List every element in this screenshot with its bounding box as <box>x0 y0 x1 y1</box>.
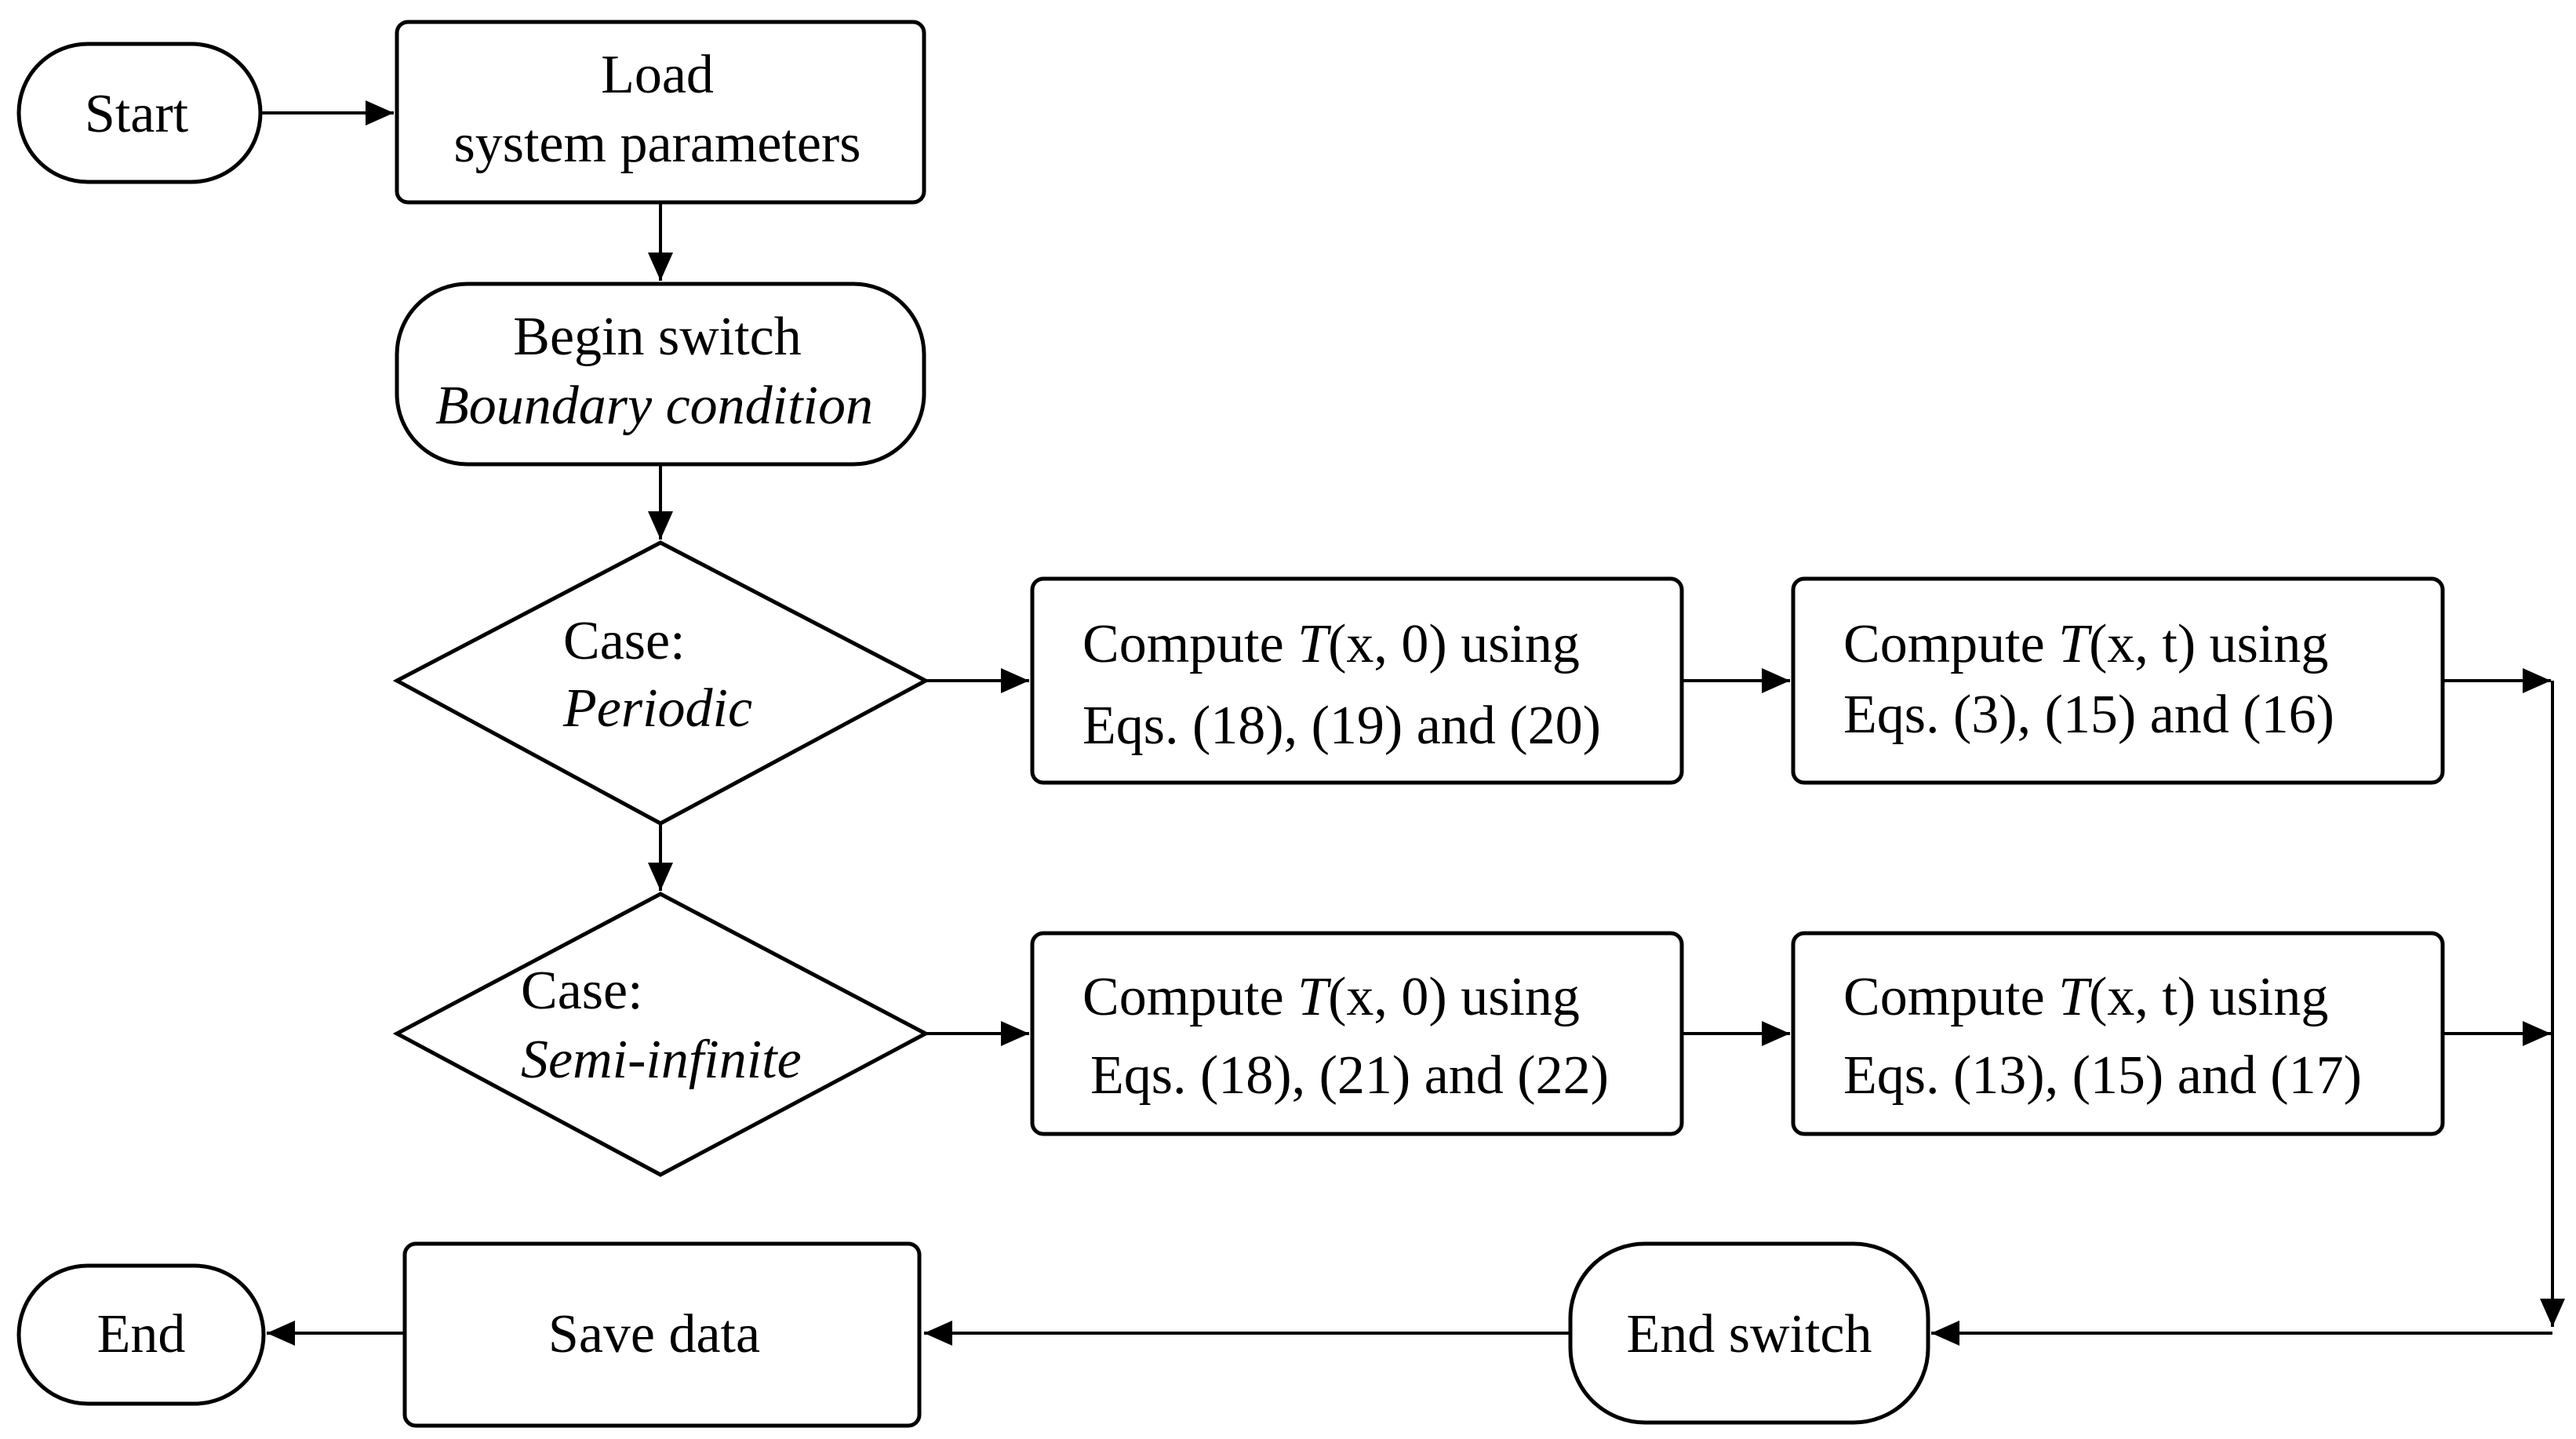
semi-t0-line2: Eqs. (18), (21) and (22) <box>1090 1045 1609 1106</box>
node-semi-t0: Compute T(x, 0) using Eqs. (18), (21) an… <box>1030 931 1684 1136</box>
periodic-tt-prefix: Compute <box>1843 614 2058 674</box>
case-semi-line2: Semi-infinite <box>521 1030 802 1090</box>
semi-tt-args: (x, t) <box>2089 967 2196 1027</box>
semi-t0-args: (x, 0) <box>1328 967 1447 1027</box>
edges <box>260 100 2565 1346</box>
case-periodic-line1: Case: <box>563 611 686 671</box>
node-periodic-t0: Compute T(x, 0) using Eqs. (18), (19) an… <box>1030 576 1684 785</box>
semi-t0-prefix: Compute <box>1082 967 1297 1027</box>
semi-t0-var: T <box>1297 967 1332 1027</box>
periodic-tt-line2: Eqs. (3), (15) and (16) <box>1843 685 2334 745</box>
node-begin-switch: Begin switch Boundary condition <box>395 282 926 467</box>
node-periodic-tt: Compute T(x, t) using Eqs. (3), (15) and… <box>1791 576 2445 785</box>
periodic-t0-var: T <box>1297 614 1332 674</box>
node-end: End <box>16 1263 266 1406</box>
node-end-switch: End switch <box>1568 1241 1930 1425</box>
node-case-semi: Case: Semi-infinite <box>392 892 930 1177</box>
begin-switch-line1: Begin switch <box>513 307 801 367</box>
periodic-tt-args: (x, t) <box>2089 614 2196 674</box>
periodic-t0-suffix: using <box>1447 614 1580 674</box>
periodic-t0-line1: Compute T(x, 0) using <box>1082 614 1580 674</box>
save-label: Save data <box>548 1304 760 1365</box>
load-line2: system parameters <box>454 114 861 174</box>
begin-switch-line2: Boundary condition <box>435 376 873 436</box>
case-periodic-line2: Periodic <box>562 678 752 739</box>
semi-tt-suffix: using <box>2196 967 2328 1027</box>
semi-tt-line2: Eqs. (13), (15) and (17) <box>1843 1045 2362 1106</box>
load-line1: Load <box>601 45 714 105</box>
start-label: Start <box>85 84 189 144</box>
end-switch-label: End switch <box>1626 1304 1872 1365</box>
periodic-t0-args: (x, 0) <box>1328 614 1447 674</box>
periodic-tt-suffix: using <box>2196 614 2328 674</box>
periodic-tt-var: T <box>2058 614 2093 674</box>
node-semi-tt: Compute T(x, t) using Eqs. (13), (15) an… <box>1791 931 2445 1136</box>
case-semi-line1: Case: <box>521 961 643 1021</box>
semi-tt-var: T <box>2058 967 2093 1027</box>
semi-tt-prefix: Compute <box>1843 967 2058 1027</box>
node-case-periodic: Case: Periodic <box>392 540 930 826</box>
end-label: End <box>97 1304 186 1365</box>
semi-t0-suffix: using <box>1447 967 1580 1027</box>
semi-t0-line1: Compute T(x, 0) using <box>1082 967 1580 1027</box>
semi-tt-line1: Compute T(x, t) using <box>1843 967 2328 1027</box>
periodic-t0-prefix: Compute <box>1082 614 1297 674</box>
node-save: Save data <box>402 1241 922 1428</box>
periodic-t0-line2: Eqs. (18), (19) and (20) <box>1082 696 1601 756</box>
periodic-tt-line1: Compute T(x, t) using <box>1843 614 2328 674</box>
node-load: Load system parameters <box>395 20 926 205</box>
node-start: Start <box>16 42 263 184</box>
